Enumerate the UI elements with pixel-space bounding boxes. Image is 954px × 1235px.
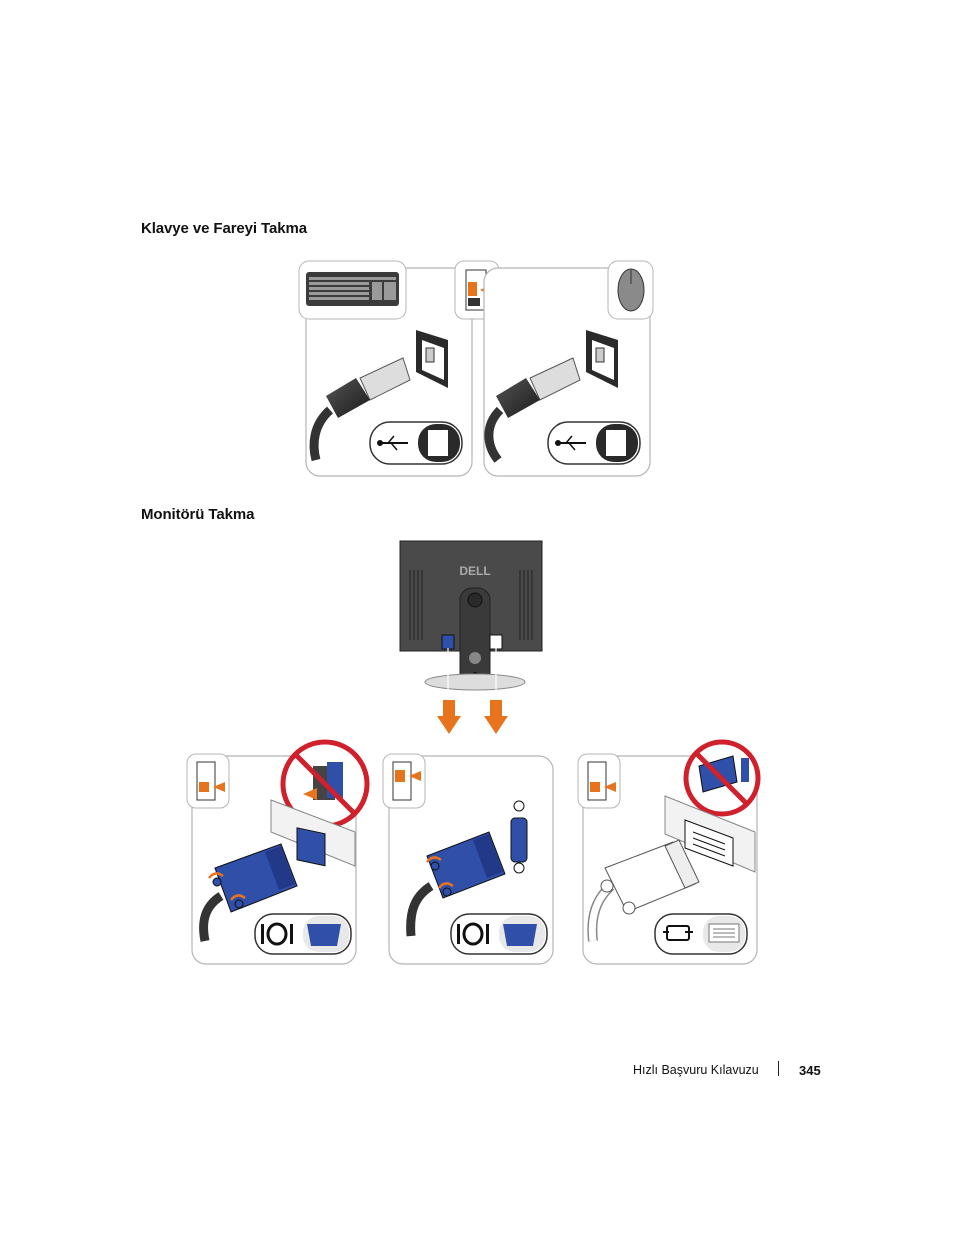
dvi-port-icon (655, 914, 747, 954)
usb-icon (548, 422, 640, 464)
orange-arrow-icon (484, 700, 508, 734)
monitor-back-figure: DELL (390, 540, 560, 740)
vga-port-icon (255, 914, 351, 954)
orange-arrow-icon (437, 700, 461, 734)
monitor-connection-figure (185, 736, 765, 968)
mouse-panel (484, 261, 653, 476)
keyboard-panel (299, 261, 472, 476)
vga-panel-allowed (383, 754, 553, 964)
footer-document-title: Hızlı Başvuru Kılavuzu (633, 1063, 759, 1077)
dvi-panel (578, 742, 758, 964)
usb-icon (370, 422, 462, 464)
footer-separator (778, 1061, 779, 1076)
vga-panel-prohibited (187, 742, 367, 964)
mouse-icon (608, 261, 653, 319)
footer-page-number: 345 (799, 1063, 821, 1078)
section-title-monitor: Monitörü Takma (141, 506, 254, 523)
keyboard-icon (299, 261, 406, 319)
no-entry-icon (686, 742, 758, 814)
computer-port-icon (187, 754, 229, 808)
computer-port-icon (578, 754, 620, 808)
keyboard-mouse-figure (298, 260, 658, 480)
monitor-brand-logo: DELL (459, 564, 490, 578)
computer-port-icon (383, 754, 425, 808)
vga-port-icon (451, 914, 547, 954)
section-title-keyboard-mouse: Klavye ve Fareyi Takma (141, 220, 307, 237)
